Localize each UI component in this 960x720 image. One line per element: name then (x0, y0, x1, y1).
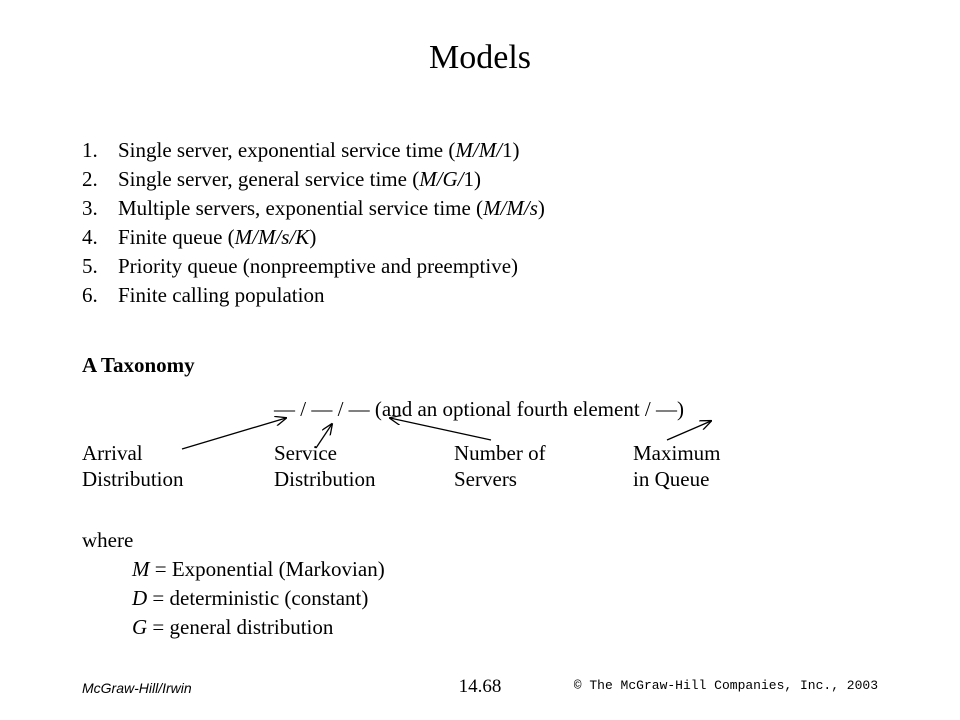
list-item: 1. Single server, exponential service tim… (82, 136, 545, 165)
where-label: where (82, 528, 134, 552)
list-tail: 1) (463, 167, 482, 191)
definition-text: = general distribution (147, 615, 334, 639)
definition-line: M = Exponential (Markovian) (82, 555, 385, 584)
taxonomy-heading: A Taxonomy (82, 353, 195, 377)
slide-title: Models (429, 39, 531, 76)
taxonomy-column-servers: Number of Servers (454, 440, 546, 492)
list-notation: M/M/s/K (234, 225, 310, 249)
list-number: 4. (82, 225, 98, 249)
list-item: 2. Single server, general service time (M… (82, 165, 545, 194)
list-number: 3. (82, 196, 98, 220)
taxonomy-label: Distribution (82, 467, 184, 491)
list-notation: M/M/s (483, 196, 538, 220)
footer-copyright: © The McGraw-Hill Companies, Inc., 2003 (573, 678, 878, 693)
list-tail: 1) (502, 138, 520, 162)
list-number: 1. (82, 138, 98, 162)
definition-symbol: G (132, 615, 148, 639)
list-text: Finite queue ( (118, 225, 235, 249)
footer-publisher: McGraw-Hill/Irwin (82, 680, 192, 696)
list-item: 5. Priority queue (nonpreemptive and pree… (82, 252, 545, 281)
list-text: Single server, general service time ( (118, 167, 420, 191)
list-number: 2. (82, 167, 98, 191)
arrow-arrival (181, 418, 286, 450)
list-text: Multiple servers, exponential service ti… (118, 196, 484, 220)
definition-line: G = general distribution (82, 613, 385, 642)
list-item: 3. Multiple servers, exponential service … (82, 194, 545, 223)
definition-text: = Exponential (Markovian) (149, 557, 385, 581)
list-tail: ) (537, 196, 545, 220)
taxonomy-label: Number of (454, 441, 546, 465)
taxonomy-label: in Queue (633, 467, 710, 491)
taxonomy-column-arrival: Arrival Distribution (82, 440, 184, 492)
taxonomy-notation: — / — / — (and an optional fourth elemen… (274, 397, 684, 421)
list-text: Single server, exponential service time … (118, 138, 456, 162)
list-tail: ) (309, 225, 317, 249)
definition-symbol: M (132, 557, 150, 581)
list-text: Priority queue (nonpreemptive and preemp… (118, 254, 519, 278)
taxonomy-label: Maximum (633, 441, 721, 465)
list-notation: M/G/ (419, 167, 464, 191)
list-item: 4. Finite queue (M/M/s/K) (82, 223, 545, 252)
arrow-queue (666, 421, 711, 441)
list-number: 5. (82, 254, 98, 278)
taxonomy-column-service: Service Distribution (274, 440, 376, 492)
taxonomy-column-queue: Maximum in Queue (633, 440, 721, 492)
taxonomy-label: Arrival (82, 441, 143, 465)
definitions-block: where M = Exponential (Markovian) D = de… (82, 526, 385, 642)
taxonomy-label: Service (274, 441, 337, 465)
taxonomy-label: Servers (454, 467, 517, 491)
model-list: 1. Single server, exponential service tim… (82, 136, 545, 310)
list-text: Finite calling population (118, 283, 325, 307)
definition-line: D = deterministic (constant) (82, 584, 385, 613)
taxonomy-label: Distribution (274, 467, 376, 491)
list-notation: M/M/ (455, 138, 503, 162)
footer-page-number: 14.68 (458, 676, 502, 697)
definition-text: = deterministic (constant) (147, 586, 369, 610)
list-item: 6. Finite calling population (82, 281, 545, 310)
list-number: 6. (82, 283, 98, 307)
definition-symbol: D (132, 586, 148, 610)
